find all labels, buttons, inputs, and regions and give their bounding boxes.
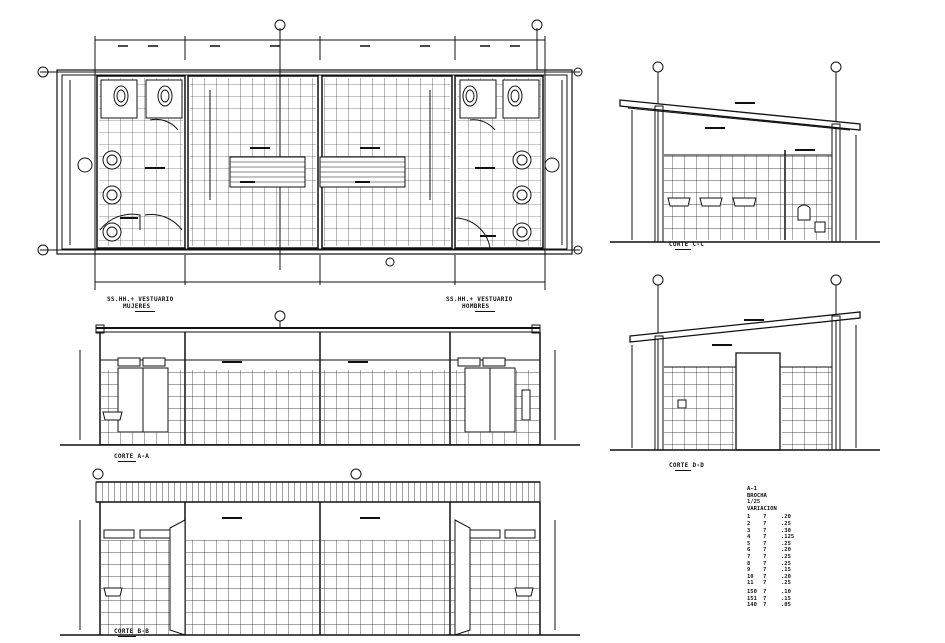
schedule-cell-v: .20 [781,573,791,580]
plan-right-subtitle: HOMBRES [462,303,490,310]
floor-plan [37,19,583,290]
schedule-cell-n: 150 [747,588,757,595]
schedule-cell-v: .30 [781,527,791,534]
schedule-cell-v: .25 [781,580,791,587]
section-c-c [610,61,880,243]
schedule-cell-n: 10 [747,573,754,580]
section-dd-title: CORTE D-D [669,462,705,469]
section-d-d [610,274,880,451]
schedule-cell-q: 7 [763,580,767,587]
schedule-cell-v: .15 [781,595,791,602]
schedule-cell-n: 3 [747,527,751,534]
schedule-cell-q: 7 [763,567,767,574]
schedule-cell-q: 7 [763,527,767,534]
section-bb-title: CORTE B-B [114,628,150,635]
schedule-cell-v: .10 [781,588,791,595]
schedule-cell-n: 2 [747,520,751,527]
schedule-row: 140 7 .05 [747,602,811,609]
schedule-cell-q: 7 [763,540,767,547]
schedule-cell-n: 151 [747,595,757,602]
schedule-cell-v: .25 [781,560,791,567]
schedule-header-2: BROCHA [747,492,767,499]
schedule-cell-v: .25 [781,553,791,560]
schedule-header-4: VARIACION [747,505,777,512]
schedule-row: 4 7 .125 [747,534,811,541]
schedule-row: 151 7 .15 [747,596,811,603]
section-cc-underline [675,249,691,250]
schedule-cell-n: 4 [747,534,751,541]
schedule-cell-n: 6 [747,547,751,554]
schedule-cell-v: .125 [781,534,795,541]
schedule-cell-q: 7 [763,553,767,560]
section-dd-underline [675,470,691,471]
section-aa-title: CORTE A-A [114,453,150,460]
schedule-cell-v: .25 [781,520,791,527]
section-b-b [60,468,580,636]
schedule-cell-q: 7 [763,602,767,609]
schedule-header-3: 1/25 [747,499,761,506]
schedule-header-1: A-1 [747,486,757,492]
section-bb-underline [118,636,136,637]
plan-right-title: SS.HH.+ VESTUARIO [446,296,513,303]
schedule-cell-v: .05 [781,602,791,609]
schedule-cell-n: 8 [747,560,751,567]
schedule-cell-n: 7 [747,553,751,560]
schedule-cell-v: .15 [781,567,791,574]
plan-left-underline [135,311,155,312]
section-cc-title: CORTE C-C [669,241,705,248]
schedule-cell-v: .20 [781,514,791,521]
schedule-row: 150 7 .10 [747,589,811,596]
schedule-cell-v: .25 [781,540,791,547]
schedule-cell-q: 7 [763,534,767,541]
schedule-cell-q: 7 [763,595,767,602]
plan-right-underline [475,311,495,312]
schedule-cell-q: 7 [763,573,767,580]
section-aa-underline [118,461,136,462]
schedule-cell-n: 5 [747,540,751,547]
schedule-cell-q: 7 [763,547,767,554]
schedule-cell-q: 7 [763,588,767,595]
schedule-cell-n: 9 [747,567,751,574]
schedule-cell-n: 11 [747,580,754,587]
schedule-cell-n: 1 [747,514,751,521]
plan-left-subtitle: MUJERES [123,303,151,310]
schedule-cell-q: 7 [763,514,767,521]
section-a-a [60,310,580,446]
plan-left-title: SS.HH.+ VESTUARIO [107,296,174,303]
schedule-cell-q: 7 [763,520,767,527]
schedule-cell-q: 7 [763,560,767,567]
schedule-cell-n: 140 [747,602,757,609]
schedule-cell-v: .20 [781,547,791,554]
